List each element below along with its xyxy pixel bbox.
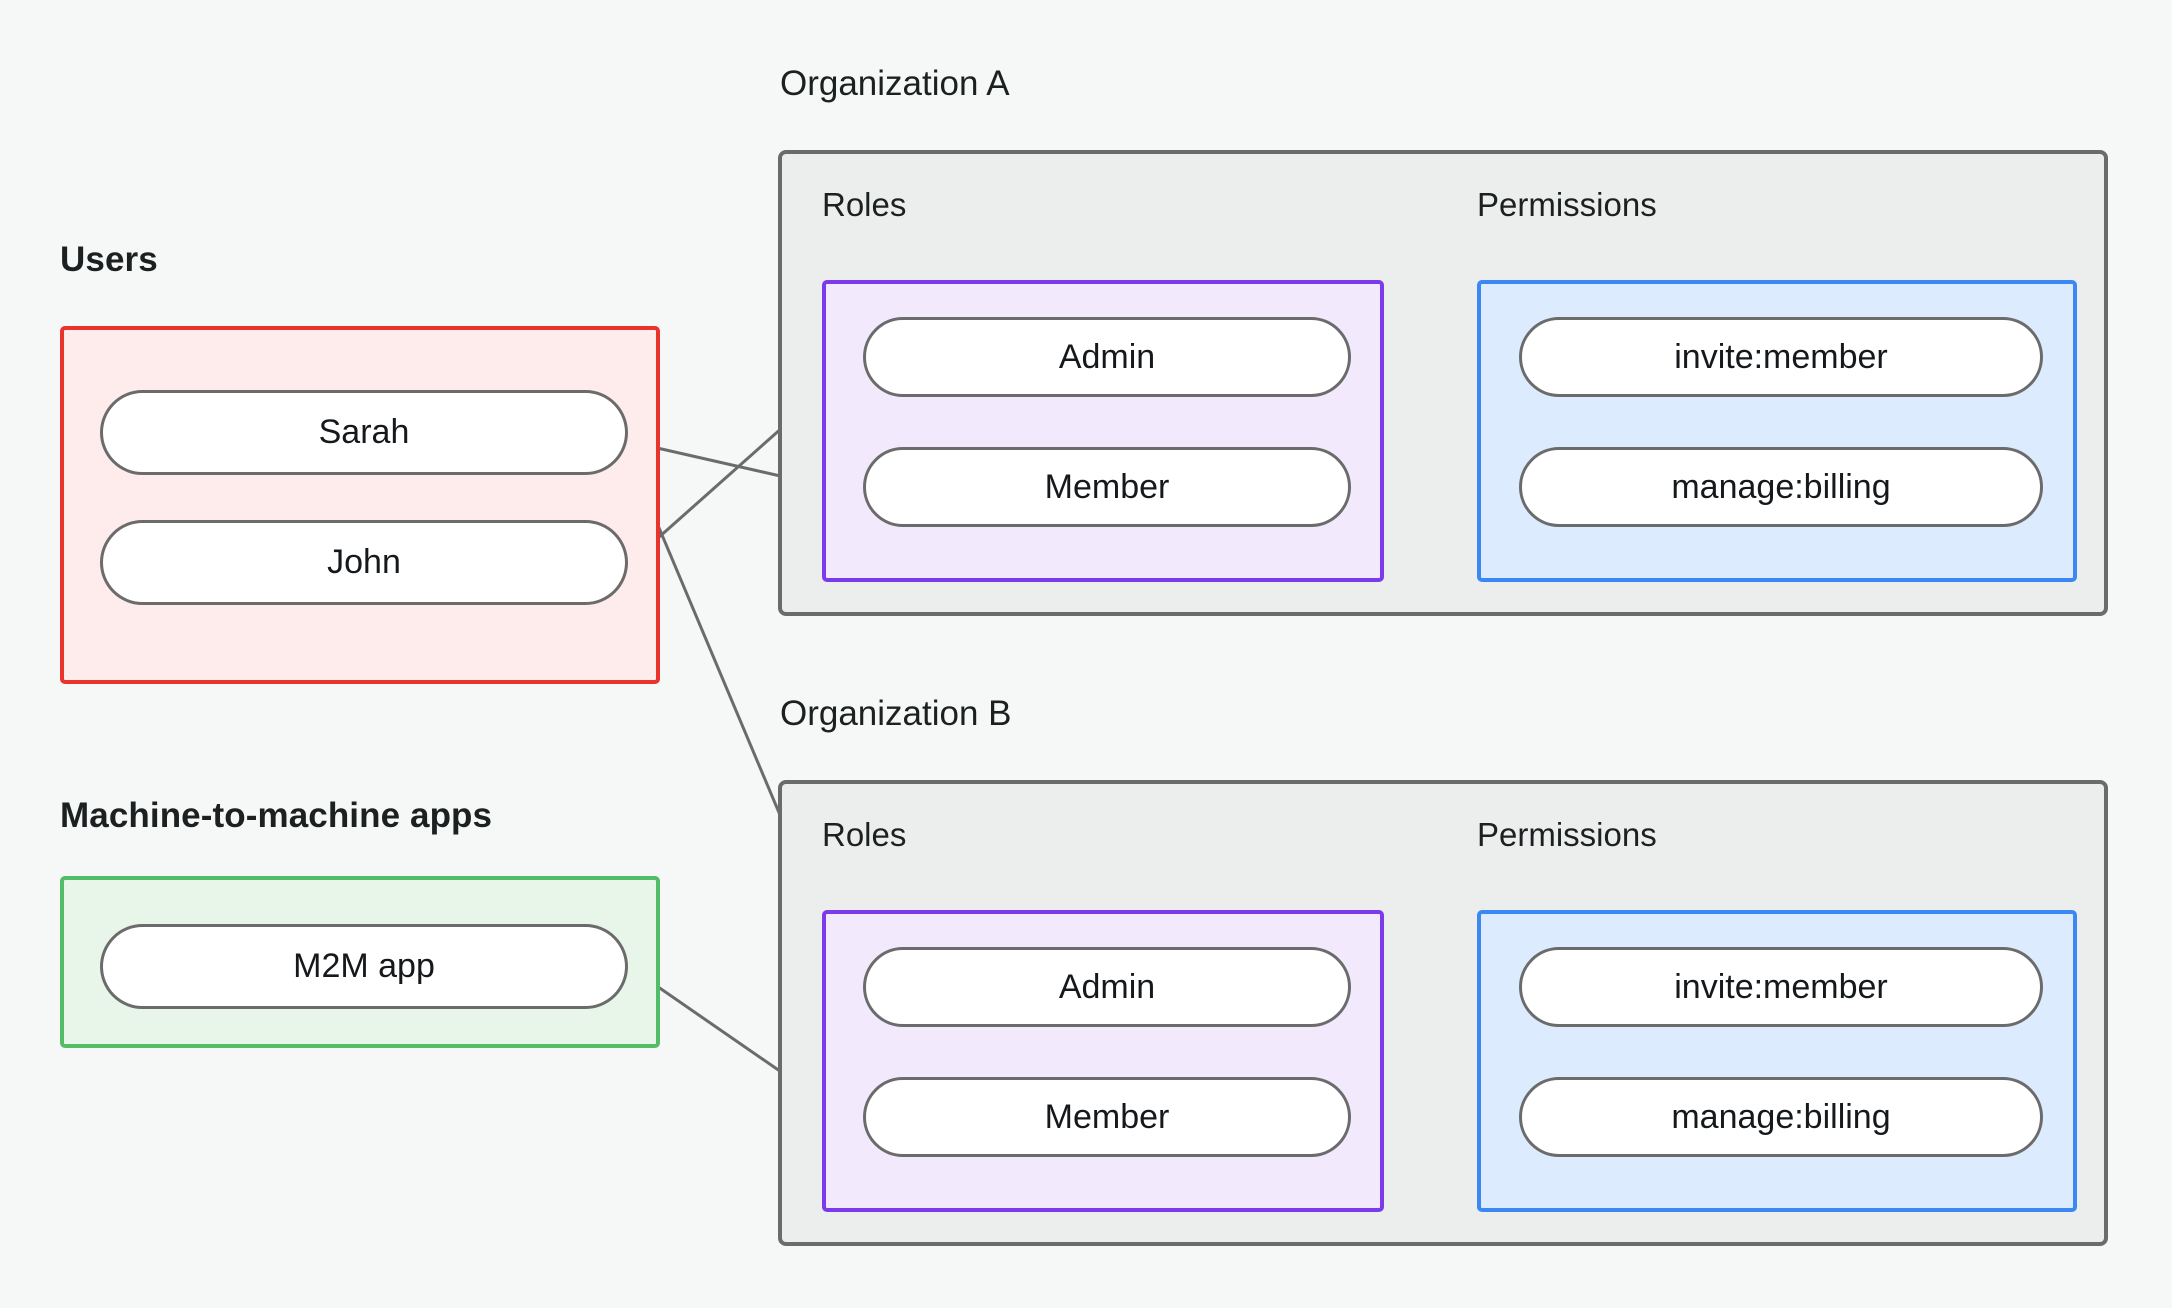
organization-a-container: Roles Permissions Admin Member invite:me… — [778, 150, 2108, 616]
organization-b-container: Roles Permissions Admin Member invite:me… — [778, 780, 2108, 1246]
organization-a-roles-box: Admin Member — [822, 280, 1384, 582]
users-group-title: Users — [60, 240, 158, 279]
organization-a-permission-invite-member[interactable]: invite:member — [1519, 317, 2043, 397]
m2m-group-title: Machine-to-machine apps — [60, 796, 493, 835]
organization-b-permissions-box: invite:member manage:billing — [1477, 910, 2077, 1212]
organization-b-permissions-label: Permissions — [1477, 816, 1657, 853]
users-group-box: Sarah John — [60, 326, 660, 684]
organization-b-permission-manage-billing[interactable]: manage:billing — [1519, 1077, 2043, 1157]
organization-b-permission-invite-member[interactable]: invite:member — [1519, 947, 2043, 1027]
m2m-group-box: M2M app — [60, 876, 660, 1048]
organization-b-role-admin[interactable]: Admin — [863, 947, 1351, 1027]
organization-b-roles-box: Admin Member — [822, 910, 1384, 1212]
m2m-pill-app[interactable]: M2M app — [100, 924, 628, 1009]
organization-a-title: Organization A — [780, 64, 1010, 103]
organization-b-title: Organization B — [780, 694, 1012, 733]
organization-a-roles-label: Roles — [822, 186, 907, 223]
organization-a-role-admin[interactable]: Admin — [863, 317, 1351, 397]
user-pill-john[interactable]: John — [100, 520, 628, 605]
organization-b-roles-label: Roles — [822, 816, 907, 853]
organization-a-permission-manage-billing[interactable]: manage:billing — [1519, 447, 2043, 527]
organization-a-permissions-box: invite:member manage:billing — [1477, 280, 2077, 582]
organization-a-role-member[interactable]: Member — [863, 447, 1351, 527]
organization-b-role-member[interactable]: Member — [863, 1077, 1351, 1157]
user-pill-sarah[interactable]: Sarah — [100, 390, 628, 475]
organization-a-permissions-label: Permissions — [1477, 186, 1657, 223]
